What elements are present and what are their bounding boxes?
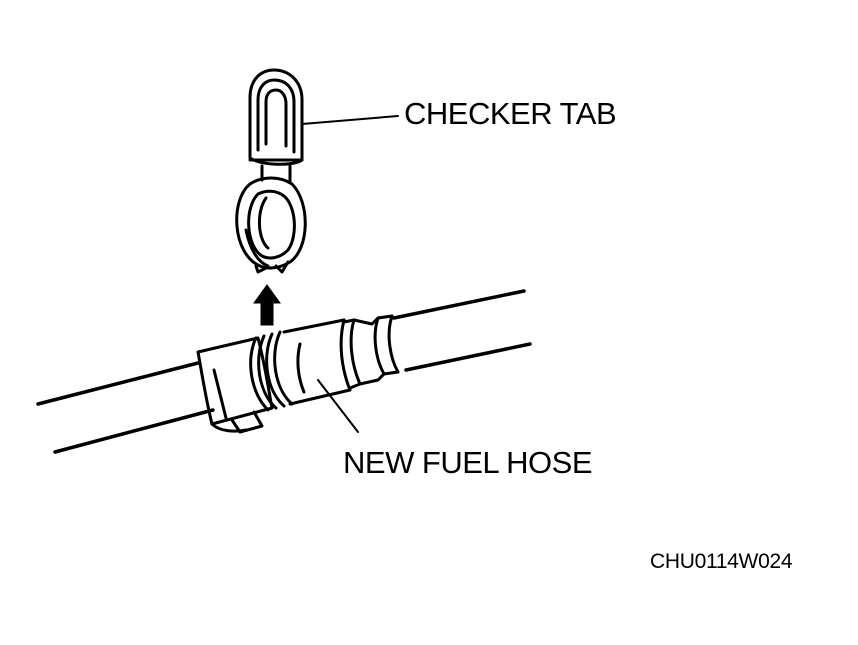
- right-tube-lower-edge: [404, 342, 532, 372]
- new-fuel-hose-label: NEW FUEL HOSE: [343, 445, 592, 480]
- checker-tab-grip: [248, 68, 304, 166]
- left-tube-lower-edge: [53, 408, 215, 454]
- retainer-ring-2: [265, 330, 294, 408]
- connector-collar: [196, 336, 274, 426]
- right-tube-upper-edge: [392, 289, 526, 320]
- figure-code: CHU0114W024: [650, 550, 793, 573]
- fuel-hose-leader: [317, 379, 359, 433]
- left-tube-upper-edge: [36, 361, 200, 406]
- retainer-ring-1: [249, 334, 278, 412]
- connector-latch: [230, 410, 264, 434]
- arrow-up-icon: [253, 284, 281, 326]
- leader-lines: [301, 115, 399, 433]
- checker-tab-leader: [301, 115, 399, 125]
- quick-connector: [196, 314, 400, 434]
- fuel-line: [36, 289, 532, 454]
- checker-tab: [235, 68, 307, 274]
- checker-tab-ring: [235, 176, 307, 270]
- checker-tab-label: CHECKER TAB: [404, 96, 616, 131]
- connector-body: [282, 318, 352, 406]
